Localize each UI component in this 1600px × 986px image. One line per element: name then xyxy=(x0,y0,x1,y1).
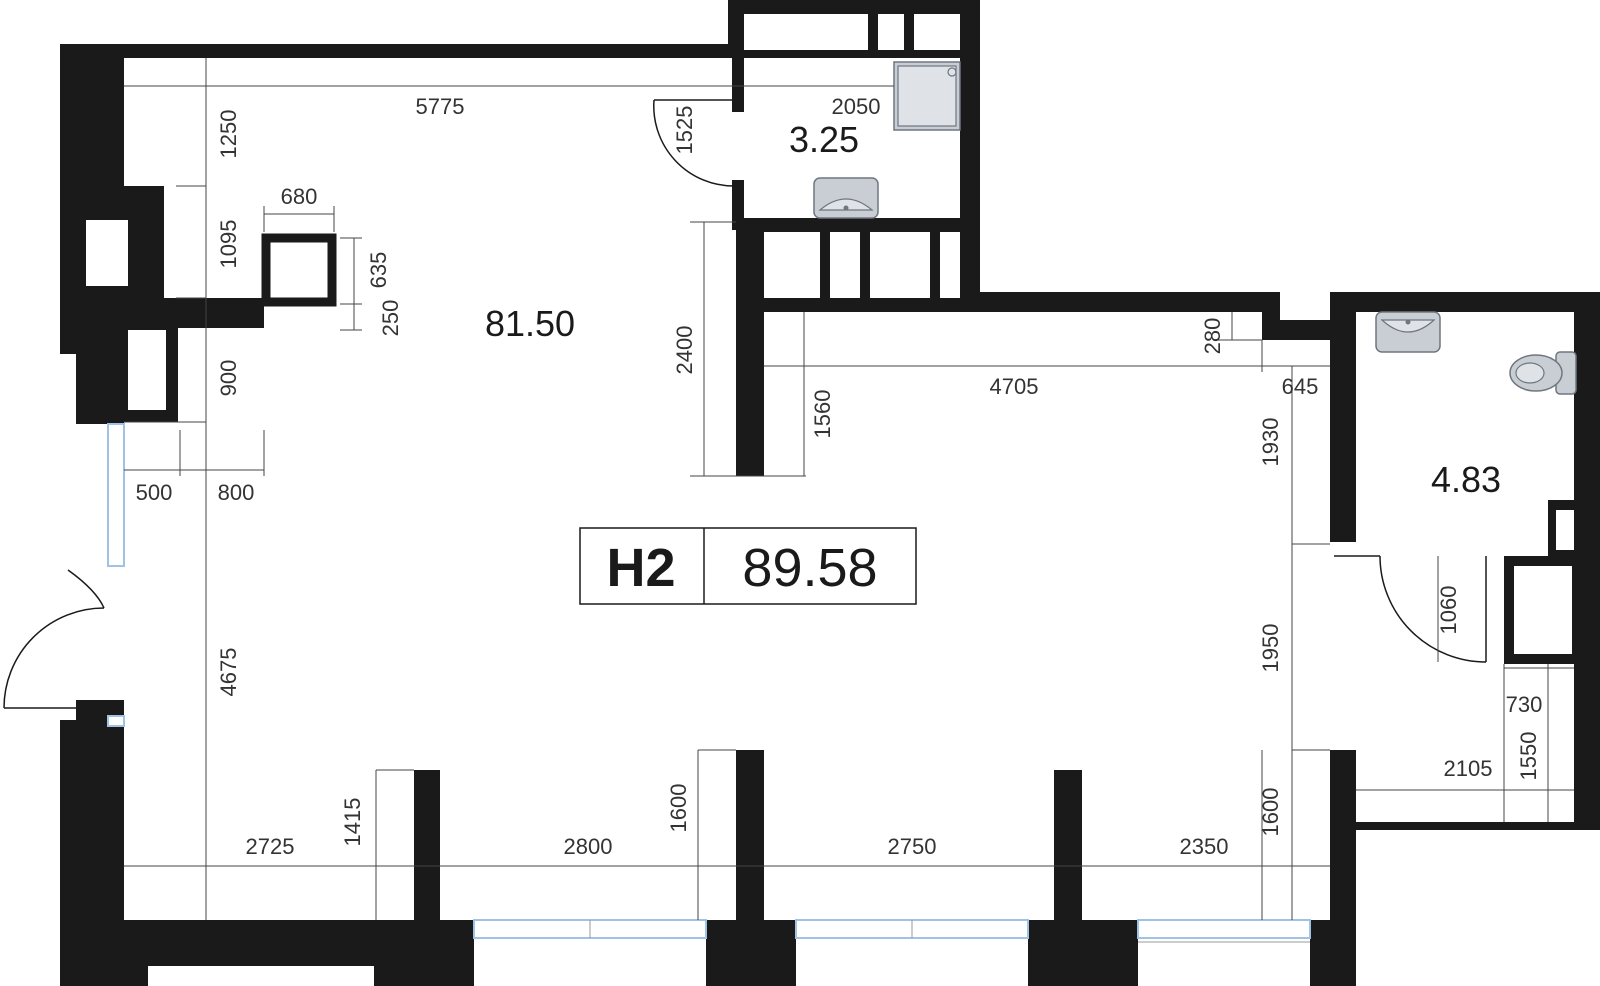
dim-1930: 1930 xyxy=(1258,418,1283,467)
dim-900: 900 xyxy=(216,360,241,397)
dimension-lines xyxy=(124,58,1574,920)
wall-bottom-left-void xyxy=(148,966,374,986)
dim-2105: 2105 xyxy=(1444,756,1493,781)
window-left-small xyxy=(107,715,125,727)
wall-left-pier xyxy=(124,186,164,300)
pier-3b xyxy=(1054,770,1082,986)
dim-2800: 2800 xyxy=(564,834,613,859)
bath-door-arc xyxy=(653,99,735,187)
unit-total-area: 89.58 xyxy=(742,538,877,598)
entry-door-arc xyxy=(3,607,105,709)
unit-label: H2 89.58 xyxy=(579,527,917,605)
dim-635: 635 xyxy=(366,252,391,289)
toilet xyxy=(1509,351,1577,395)
dim-280: 280 xyxy=(1200,318,1225,355)
dim-2725: 2725 xyxy=(246,834,295,859)
wall-right-box-void xyxy=(1514,566,1572,654)
wall-closet-div3 xyxy=(930,222,940,310)
dim-1095: 1095 xyxy=(216,220,241,269)
wall-bath-left xyxy=(732,58,744,112)
pier-3 xyxy=(1028,920,1138,986)
wall-top-shaft xyxy=(728,0,980,14)
window-bottom-3 xyxy=(1137,919,1311,939)
dim-730: 730 xyxy=(1506,692,1543,717)
wall-top xyxy=(76,44,736,58)
wall-shaft-div1 xyxy=(868,10,878,56)
dim-2350: 2350 xyxy=(1180,834,1229,859)
windows xyxy=(107,423,1311,943)
dim-1550: 1550 xyxy=(1516,732,1541,781)
dim-1950: 1950 xyxy=(1258,624,1283,673)
room-areas: 81.50 3.25 4.83 xyxy=(485,119,1501,500)
dim-1250: 1250 xyxy=(216,110,241,159)
wall-right-bath-left xyxy=(1330,292,1356,542)
dim-2750: 2750 xyxy=(888,834,937,859)
wall-top-shaft-right xyxy=(960,0,980,300)
wall-closet-div1 xyxy=(820,222,830,310)
wall-mid-top xyxy=(960,292,1280,312)
dim-1600-left: 1600 xyxy=(666,784,691,833)
pier-4 xyxy=(1310,920,1356,986)
wall-mid-notch2 xyxy=(1262,320,1332,340)
fixtures xyxy=(813,61,1577,395)
column xyxy=(261,233,337,307)
doors xyxy=(3,99,1487,709)
dim-1600-right: 1600 xyxy=(1258,788,1283,837)
sink-top xyxy=(813,177,879,219)
dim-2400: 2400 xyxy=(672,326,697,375)
dim-645: 645 xyxy=(1282,374,1319,399)
dim-500: 500 xyxy=(136,480,173,505)
window-left xyxy=(107,423,125,567)
wall-left-bottom2 xyxy=(76,700,124,986)
dim-2050: 2050 xyxy=(832,94,881,119)
wall-left-void xyxy=(86,220,128,286)
dim-1525: 1525 xyxy=(672,106,697,155)
unit-code: H2 xyxy=(606,538,675,598)
pier-1 xyxy=(414,770,440,986)
room-area-bath-top: 3.25 xyxy=(789,119,859,160)
wall-top-shaft-left xyxy=(728,0,744,58)
entry-door-leaf xyxy=(67,569,105,609)
pier-2b xyxy=(736,750,764,986)
dim-4705: 4705 xyxy=(990,374,1039,399)
wall-right-ext xyxy=(1574,292,1600,830)
dim-1415: 1415 xyxy=(340,798,365,847)
wall-right-bath-top xyxy=(1330,292,1600,312)
wall-closet-left xyxy=(736,222,764,476)
wall-left-duct-void xyxy=(128,330,166,410)
dim-4675: 4675 xyxy=(216,648,241,697)
dim-250: 250 xyxy=(378,300,403,337)
dim-1560: 1560 xyxy=(810,390,835,439)
wall-right-bottom-return xyxy=(1356,822,1600,830)
dim-680: 680 xyxy=(281,184,318,209)
dim-800: 800 xyxy=(218,480,255,505)
room-area-bath-right: 4.83 xyxy=(1431,459,1501,500)
right-door-arc xyxy=(1379,555,1487,663)
wall-right-niche-void xyxy=(1556,510,1574,550)
wall-closet-top xyxy=(756,222,980,232)
room-area-main: 81.50 xyxy=(485,303,575,344)
dimension-labels: 5775 2050 1525 1250 680 1095 635 250 900… xyxy=(136,94,1543,859)
wall-closet-div2 xyxy=(860,222,870,310)
wall-shaft-bottom xyxy=(728,50,980,58)
unit-label-box xyxy=(579,527,917,605)
wall-shaft-div2 xyxy=(904,10,914,56)
dim-1060: 1060 xyxy=(1436,586,1461,635)
dim-5775: 5775 xyxy=(416,94,465,119)
walls xyxy=(60,0,1600,986)
wall-bath-left2 xyxy=(732,180,744,224)
